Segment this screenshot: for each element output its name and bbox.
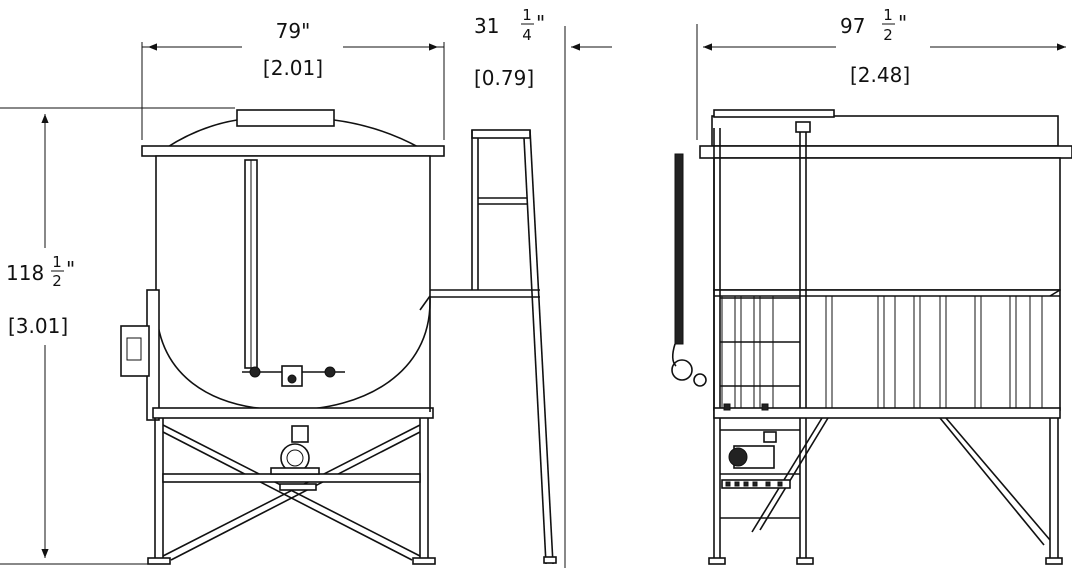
width-dimension: 79" [2.01] <box>141 19 445 140</box>
right-width-numerator: 1 <box>883 6 893 24</box>
depth-metric: [0.79] <box>474 66 534 90</box>
height-metric: [3.01] <box>8 314 68 338</box>
right-width-whole: 97 <box>840 14 865 38</box>
height-numerator: 1 <box>52 253 62 271</box>
height-denominator: 2 <box>52 272 62 290</box>
height-unit: " <box>66 257 75 281</box>
right-stand <box>708 289 1063 565</box>
right-view: 97 1 2 " [2.48] <box>671 6 1072 565</box>
right-width-denominator: 2 <box>883 26 893 44</box>
front-stand <box>147 289 540 565</box>
height-dimension: 118 1 2 " [3.01] <box>0 107 235 565</box>
pump <box>270 425 320 491</box>
ladder <box>713 121 811 560</box>
right-pump <box>721 403 791 489</box>
right-width-dimension: 97 1 2 " [2.48] <box>696 6 1066 140</box>
width-imperial: 79" <box>276 19 311 43</box>
height-whole: 118 <box>6 261 44 285</box>
right-width-unit: " <box>898 11 907 35</box>
width-metric: [2.01] <box>263 56 323 80</box>
depth-numerator: 1 <box>522 6 532 24</box>
side-view: 31 1 4 " [0.79] <box>471 6 612 568</box>
depth-whole: 31 <box>474 14 499 38</box>
depth-dimension: 31 1 4 " [0.79] <box>474 6 612 568</box>
depth-unit: " <box>536 11 545 35</box>
depth-denominator: 4 <box>522 26 532 44</box>
front-view: 79" [2.01] 118 1 2 " [3.01] <box>0 19 540 565</box>
right-width-metric: [2.48] <box>850 63 910 87</box>
